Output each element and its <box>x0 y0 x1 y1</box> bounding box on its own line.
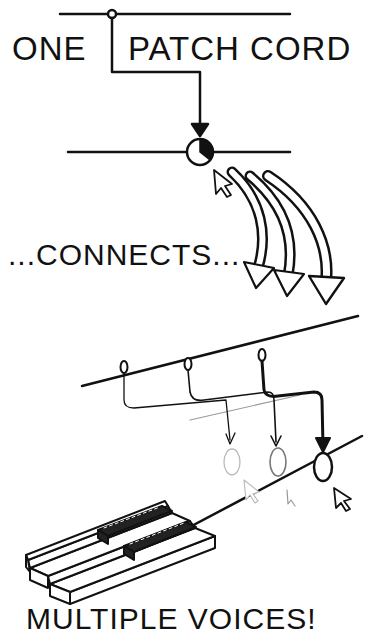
caption-text: MULTIPLE VOICES! <box>26 604 317 634</box>
top-rail <box>60 13 290 16</box>
cord-arrowhead <box>192 124 208 136</box>
transition-text: ...CONNECTS... <box>8 240 240 270</box>
wire <box>124 373 230 440</box>
lower-rail <box>68 151 290 154</box>
title-word: ONE <box>12 32 87 65</box>
title-word: PATCH CORD <box>128 32 351 65</box>
knob <box>187 139 213 165</box>
faint-rail <box>190 395 300 420</box>
keyboard <box>26 501 215 604</box>
big-arrows <box>232 172 344 304</box>
knob-wedge <box>200 139 213 160</box>
wire <box>262 361 323 446</box>
